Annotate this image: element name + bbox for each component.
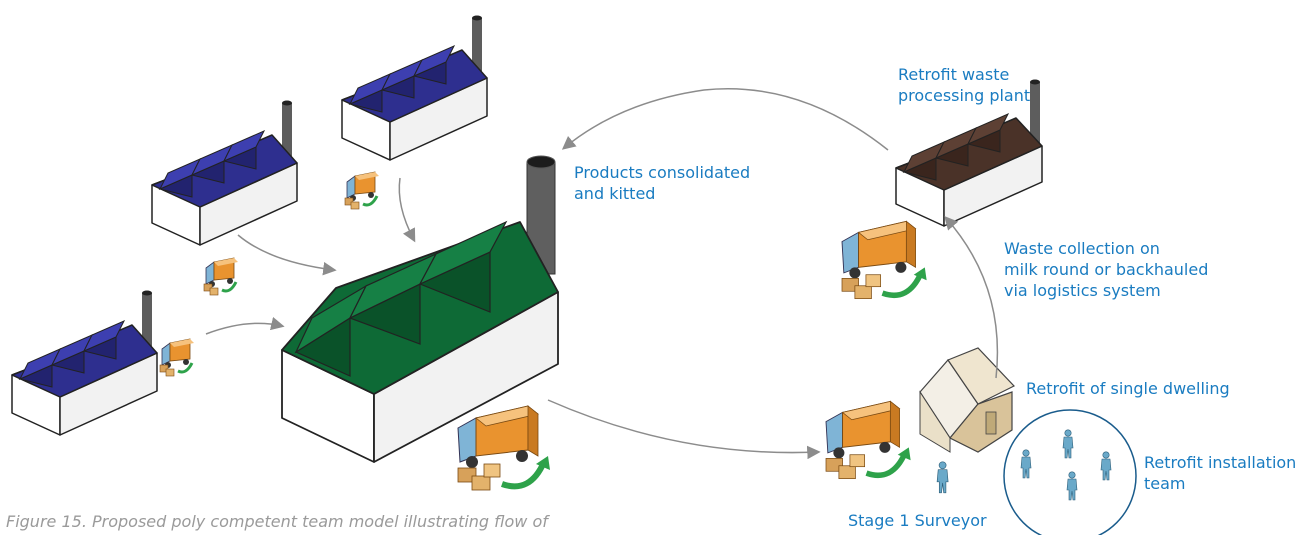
supplier-truck-middle: [202, 256, 240, 297]
worker-icon: [1020, 449, 1032, 479]
label-line: Retrofit waste: [898, 65, 1010, 84]
truck-icon: [458, 406, 550, 490]
flow-arrow-icon: [398, 177, 416, 243]
label-line: processing plant: [898, 86, 1031, 105]
label-line: Products consolidated: [574, 163, 751, 182]
factory-icon: [151, 99, 298, 246]
flow-arrow-icon: [561, 88, 889, 151]
surveyor-figure: [936, 461, 949, 494]
truck-icon: [202, 256, 240, 297]
house-icon: [919, 347, 1015, 453]
label-retrofit-waste-plant: Retrofit waste processing plant: [898, 64, 1030, 106]
truck-icon: [826, 401, 911, 478]
hub-truck: [458, 406, 550, 490]
truck-icon: [343, 170, 381, 211]
supplier-truck-top: [343, 170, 381, 211]
figure-caption: Figure 15. Proposed poly competent team …: [6, 512, 548, 531]
label-waste-collection: Waste collection on milk round or backha…: [1004, 238, 1208, 301]
label-retrofit-installation-team: Retrofit installation team: [1144, 452, 1296, 494]
waste-truck: [842, 221, 927, 298]
label-retrofit-single-dwelling: Retrofit of single dwelling: [1026, 379, 1230, 398]
supplier-factory-middle: [151, 99, 298, 246]
factory-icon: [11, 289, 158, 436]
worker-icon: [1100, 451, 1112, 481]
waste-processing-plant: [895, 79, 1043, 227]
label-line: Retrofit installation: [1144, 453, 1297, 472]
flow-arrows: [205, 88, 999, 460]
flow-arrow-icon: [944, 215, 999, 379]
truck-icon: [842, 221, 927, 298]
label-line: milk round or backhauled: [1004, 260, 1209, 279]
surveyor-truck: [826, 401, 911, 478]
worker-icon: [1062, 429, 1074, 459]
supplier-factory-bottom: [11, 289, 158, 436]
flow-arrow-icon: [237, 234, 337, 276]
label-stage1-surveyor: Stage 1 Surveyor: [848, 511, 987, 530]
label-line: and kitted: [574, 184, 656, 203]
label-line: team: [1144, 474, 1186, 493]
supplier-truck-bottom: [158, 337, 196, 378]
installation-team: [1003, 409, 1137, 535]
flow-arrow-icon: [205, 316, 285, 335]
truck-icon: [158, 337, 196, 378]
worker-icon: [1066, 471, 1078, 501]
label-line: Waste collection on: [1004, 239, 1160, 258]
hub-factory: [281, 155, 559, 463]
supplier-factory-top: [341, 14, 488, 161]
label-products-consolidated: Products consolidated and kitted: [574, 162, 750, 204]
label-line: via logistics system: [1004, 281, 1161, 300]
factory-icon: [341, 14, 488, 161]
worker-icon: [936, 461, 949, 494]
flow-arrow-icon: [547, 399, 821, 460]
